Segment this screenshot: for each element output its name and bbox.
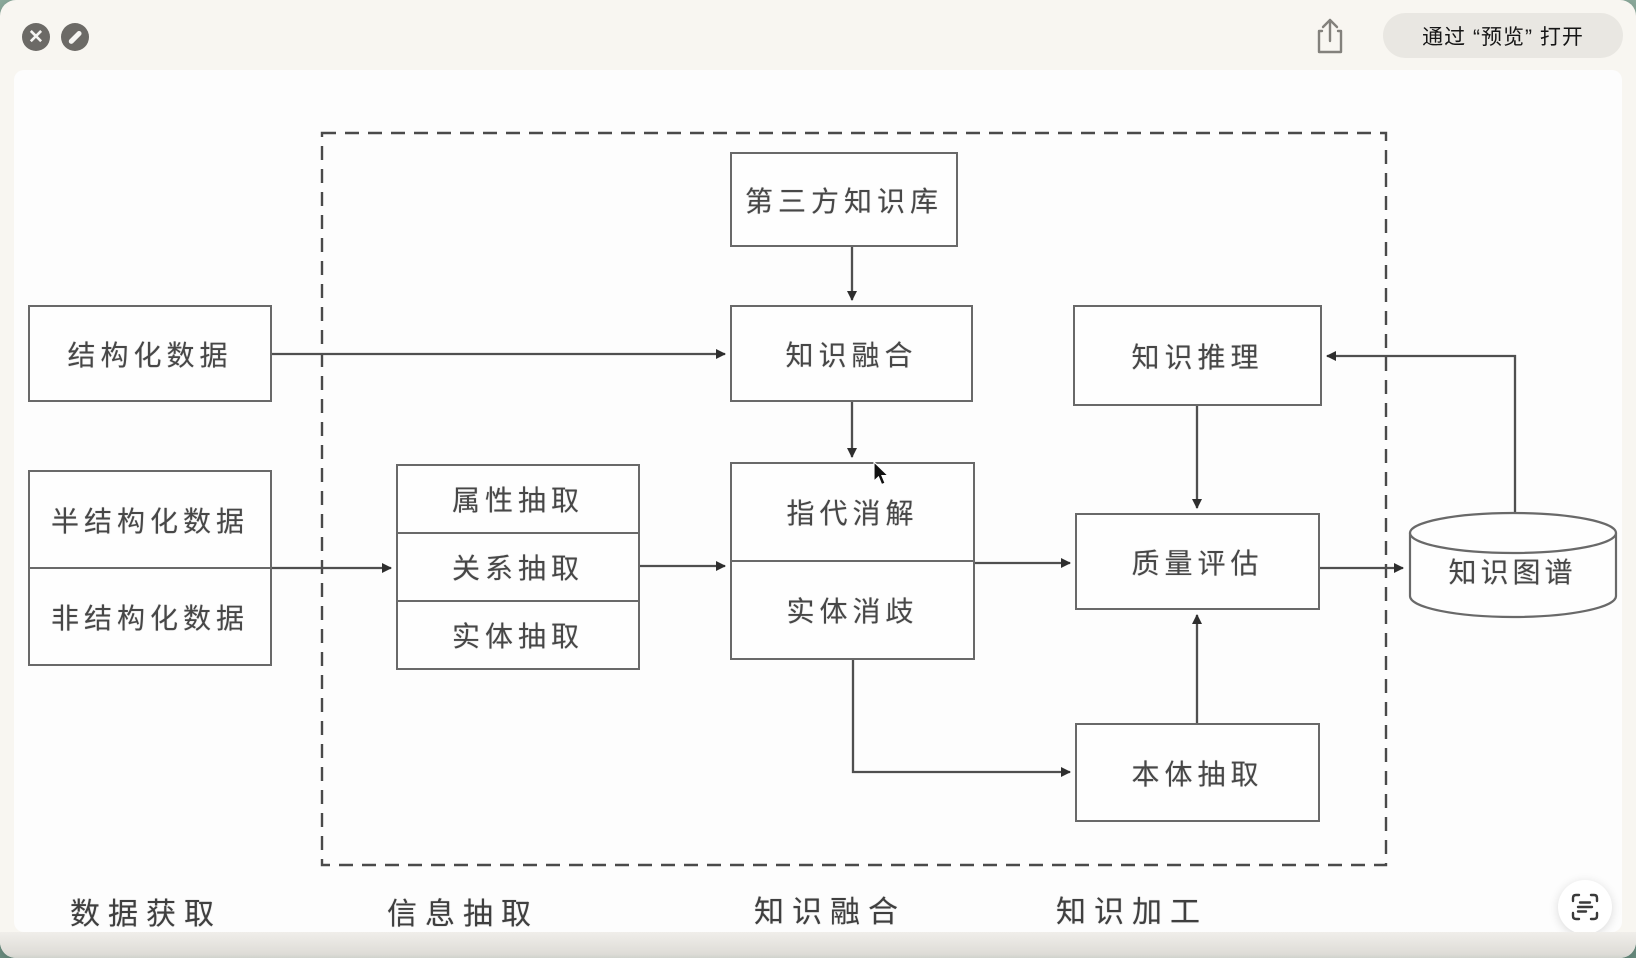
node-knowledge-reasoning: 知识推理 [1073,305,1322,406]
node-semi-structured-data: 半结构化数据 [50,504,249,538]
node-coreference-resolution: 指代消解 [786,497,919,530]
stage-label-knowledge-processing: 知识加工 [1056,895,1208,930]
window-footer [0,932,1636,958]
close-button[interactable]: ✕ [22,23,50,51]
stage-label-knowledge-fusion: 知识融合 [754,895,906,930]
share-button[interactable] [1311,16,1349,56]
node-third-party-kb: 第三方知识库 [730,152,958,247]
node-knowledge-graph: 知识图谱 [1448,556,1577,589]
open-with-preview-button[interactable]: 通过 “预览” 打开 [1383,13,1623,58]
live-text-icon [1571,893,1599,921]
node-ontology-extraction: 本体抽取 [1075,723,1320,822]
block-button[interactable] [61,23,89,51]
slash-icon [67,29,83,45]
live-text-button[interactable] [1558,880,1612,934]
node-group-extraction: 属性抽取 关系抽取 实体抽取 [396,464,640,670]
node-attribute-extraction: 属性抽取 [451,484,584,517]
node-relation-extraction: 关系抽取 [398,532,638,600]
close-icon: ✕ [28,26,44,48]
node-unstructured-data: 非结构化数据 [30,567,270,664]
stage-label-data-acquisition: 数据获取 [70,897,222,932]
node-entity-extraction: 实体抽取 [398,600,638,668]
node-quality-evaluation: 质量评估 [1075,513,1320,610]
node-entity-disambiguation: 实体消歧 [732,560,973,658]
node-knowledge-fusion: 知识融合 [730,305,973,402]
stage-label-info-extraction: 信息抽取 [387,897,539,932]
node-group-resolution: 指代消解 实体消歧 [730,462,975,660]
node-structured-data: 结构化数据 [28,305,272,402]
node-group-raw-data: 半结构化数据 非结构化数据 [28,470,272,666]
share-icon [1317,18,1343,54]
